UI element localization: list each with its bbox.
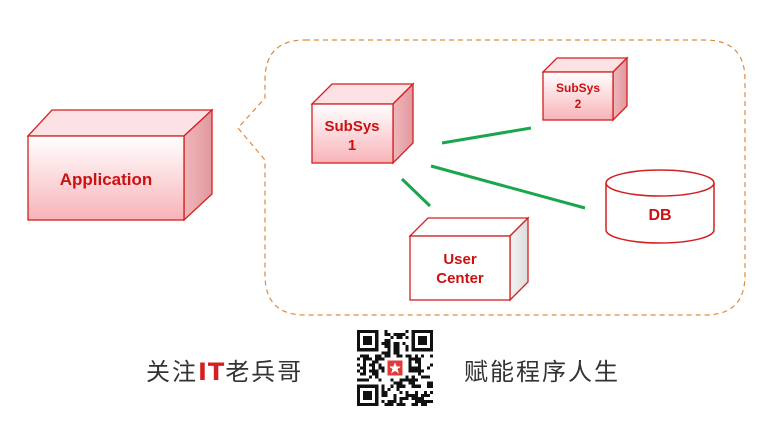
follow-suffix: 老兵哥 — [225, 358, 304, 386]
follow-prefix: 关注 — [146, 358, 198, 386]
subsystem-boundary — [237, 39, 746, 316]
connector-subsys1-db — [430, 164, 586, 210]
application-node: Application — [26, 108, 214, 222]
db-label: DB — [648, 207, 671, 224]
connector-subsys1-subsys2 — [441, 126, 532, 145]
connector-subsys1-usercenter — [400, 177, 432, 208]
qr-code — [357, 330, 433, 406]
star-icon — [388, 362, 402, 374]
application-label: Application — [60, 170, 153, 189]
follow-text: 关注IT老兵哥 — [146, 352, 303, 387]
brand-it: IT — [198, 358, 226, 386]
slogan-text: 赋能程序人生 — [464, 358, 620, 386]
db-node: DB — [605, 169, 715, 244]
